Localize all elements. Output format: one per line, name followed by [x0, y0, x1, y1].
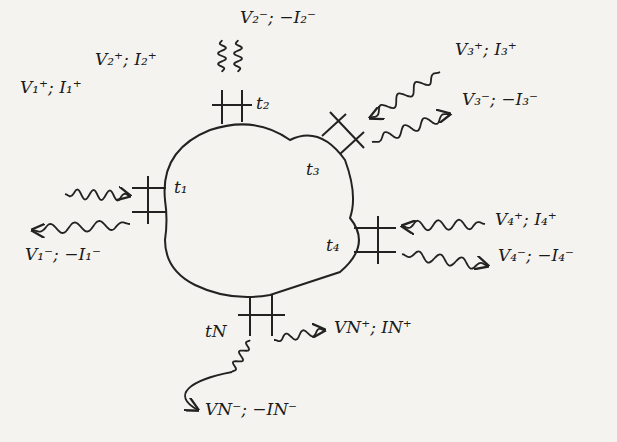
wave-arrow [232, 340, 250, 372]
signal-label: V₃⁺; I₃⁺ [455, 40, 517, 59]
signal-label: V₄⁻; −I₄⁻ [498, 246, 574, 265]
signal-label: t₂ [256, 94, 270, 113]
signal-label: t₁ [174, 178, 188, 197]
wave-arrow [370, 72, 440, 118]
signal-label: t₃ [306, 160, 320, 179]
wave-arrow [274, 329, 325, 341]
signal-label: VN⁺; IN⁺ [334, 318, 412, 337]
signal-label: V₄⁺; I₄⁺ [495, 210, 557, 229]
wave-arrows [32, 40, 488, 410]
signal-label: tN [205, 322, 227, 341]
wave-arrow [402, 220, 485, 230]
signal-label: V₃⁻; −I₃⁻ [462, 90, 538, 109]
signal-label: V₁⁻; −I₁⁻ [25, 245, 101, 264]
signal-label: VN⁻; −IN⁻ [205, 400, 297, 419]
wave-arrow [65, 190, 130, 201]
signal-label: t₄ [326, 236, 340, 255]
signal-label: V₁⁺; I₁⁺ [20, 78, 82, 97]
wave-arrow [372, 114, 450, 142]
wave-arrow [218, 40, 226, 72]
network-blob [165, 124, 359, 297]
port-lines [132, 90, 396, 336]
signal-label: V₂⁻; −I₂⁻ [240, 8, 316, 27]
wave-arrow [32, 221, 130, 233]
wave-arrow [234, 40, 242, 72]
signal-label: V₂⁺; I₂⁺ [95, 50, 157, 69]
wave-arrow [402, 251, 488, 268]
